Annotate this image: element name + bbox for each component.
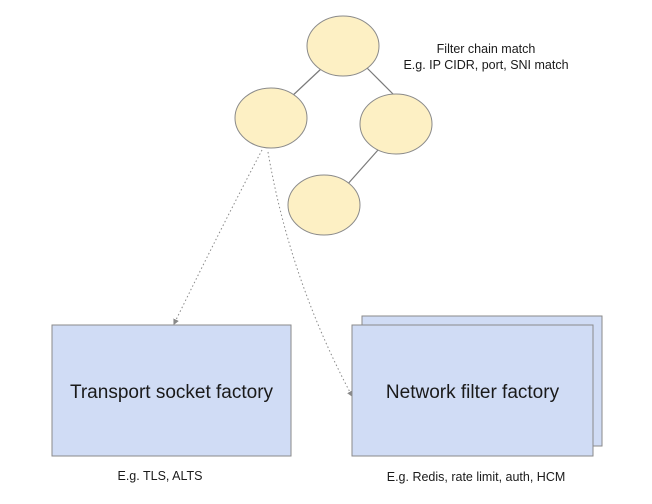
tree-edge-right-child (345, 149, 379, 187)
tree-caption-example: E.g. IP CIDR, port, SNI match (403, 58, 568, 72)
transport-socket-factory-label: Transport socket factory (70, 382, 274, 403)
tree-caption-title: Filter chain match (437, 42, 536, 56)
network-filter-factory-box (351, 324, 594, 457)
tree-edge-root-right (366, 67, 398, 99)
tree-node-left (234, 87, 308, 149)
arrow-to-transport-socket-factory (173, 149, 263, 326)
tree-node-right (359, 93, 433, 155)
tree-node-root (306, 15, 380, 77)
network-filter-factory-label: Network filter factory (386, 382, 560, 403)
transport-socket-factory-box (51, 324, 292, 457)
tree-node-leaf (287, 174, 361, 236)
arrow-to-network-filter-factory (267, 151, 353, 398)
network-example-caption: E.g. Redis, rate limit, auth, HCM (387, 470, 566, 484)
tree-edge-root-left (289, 67, 323, 99)
transport-example-caption: E.g. TLS, ALTS (118, 469, 203, 483)
